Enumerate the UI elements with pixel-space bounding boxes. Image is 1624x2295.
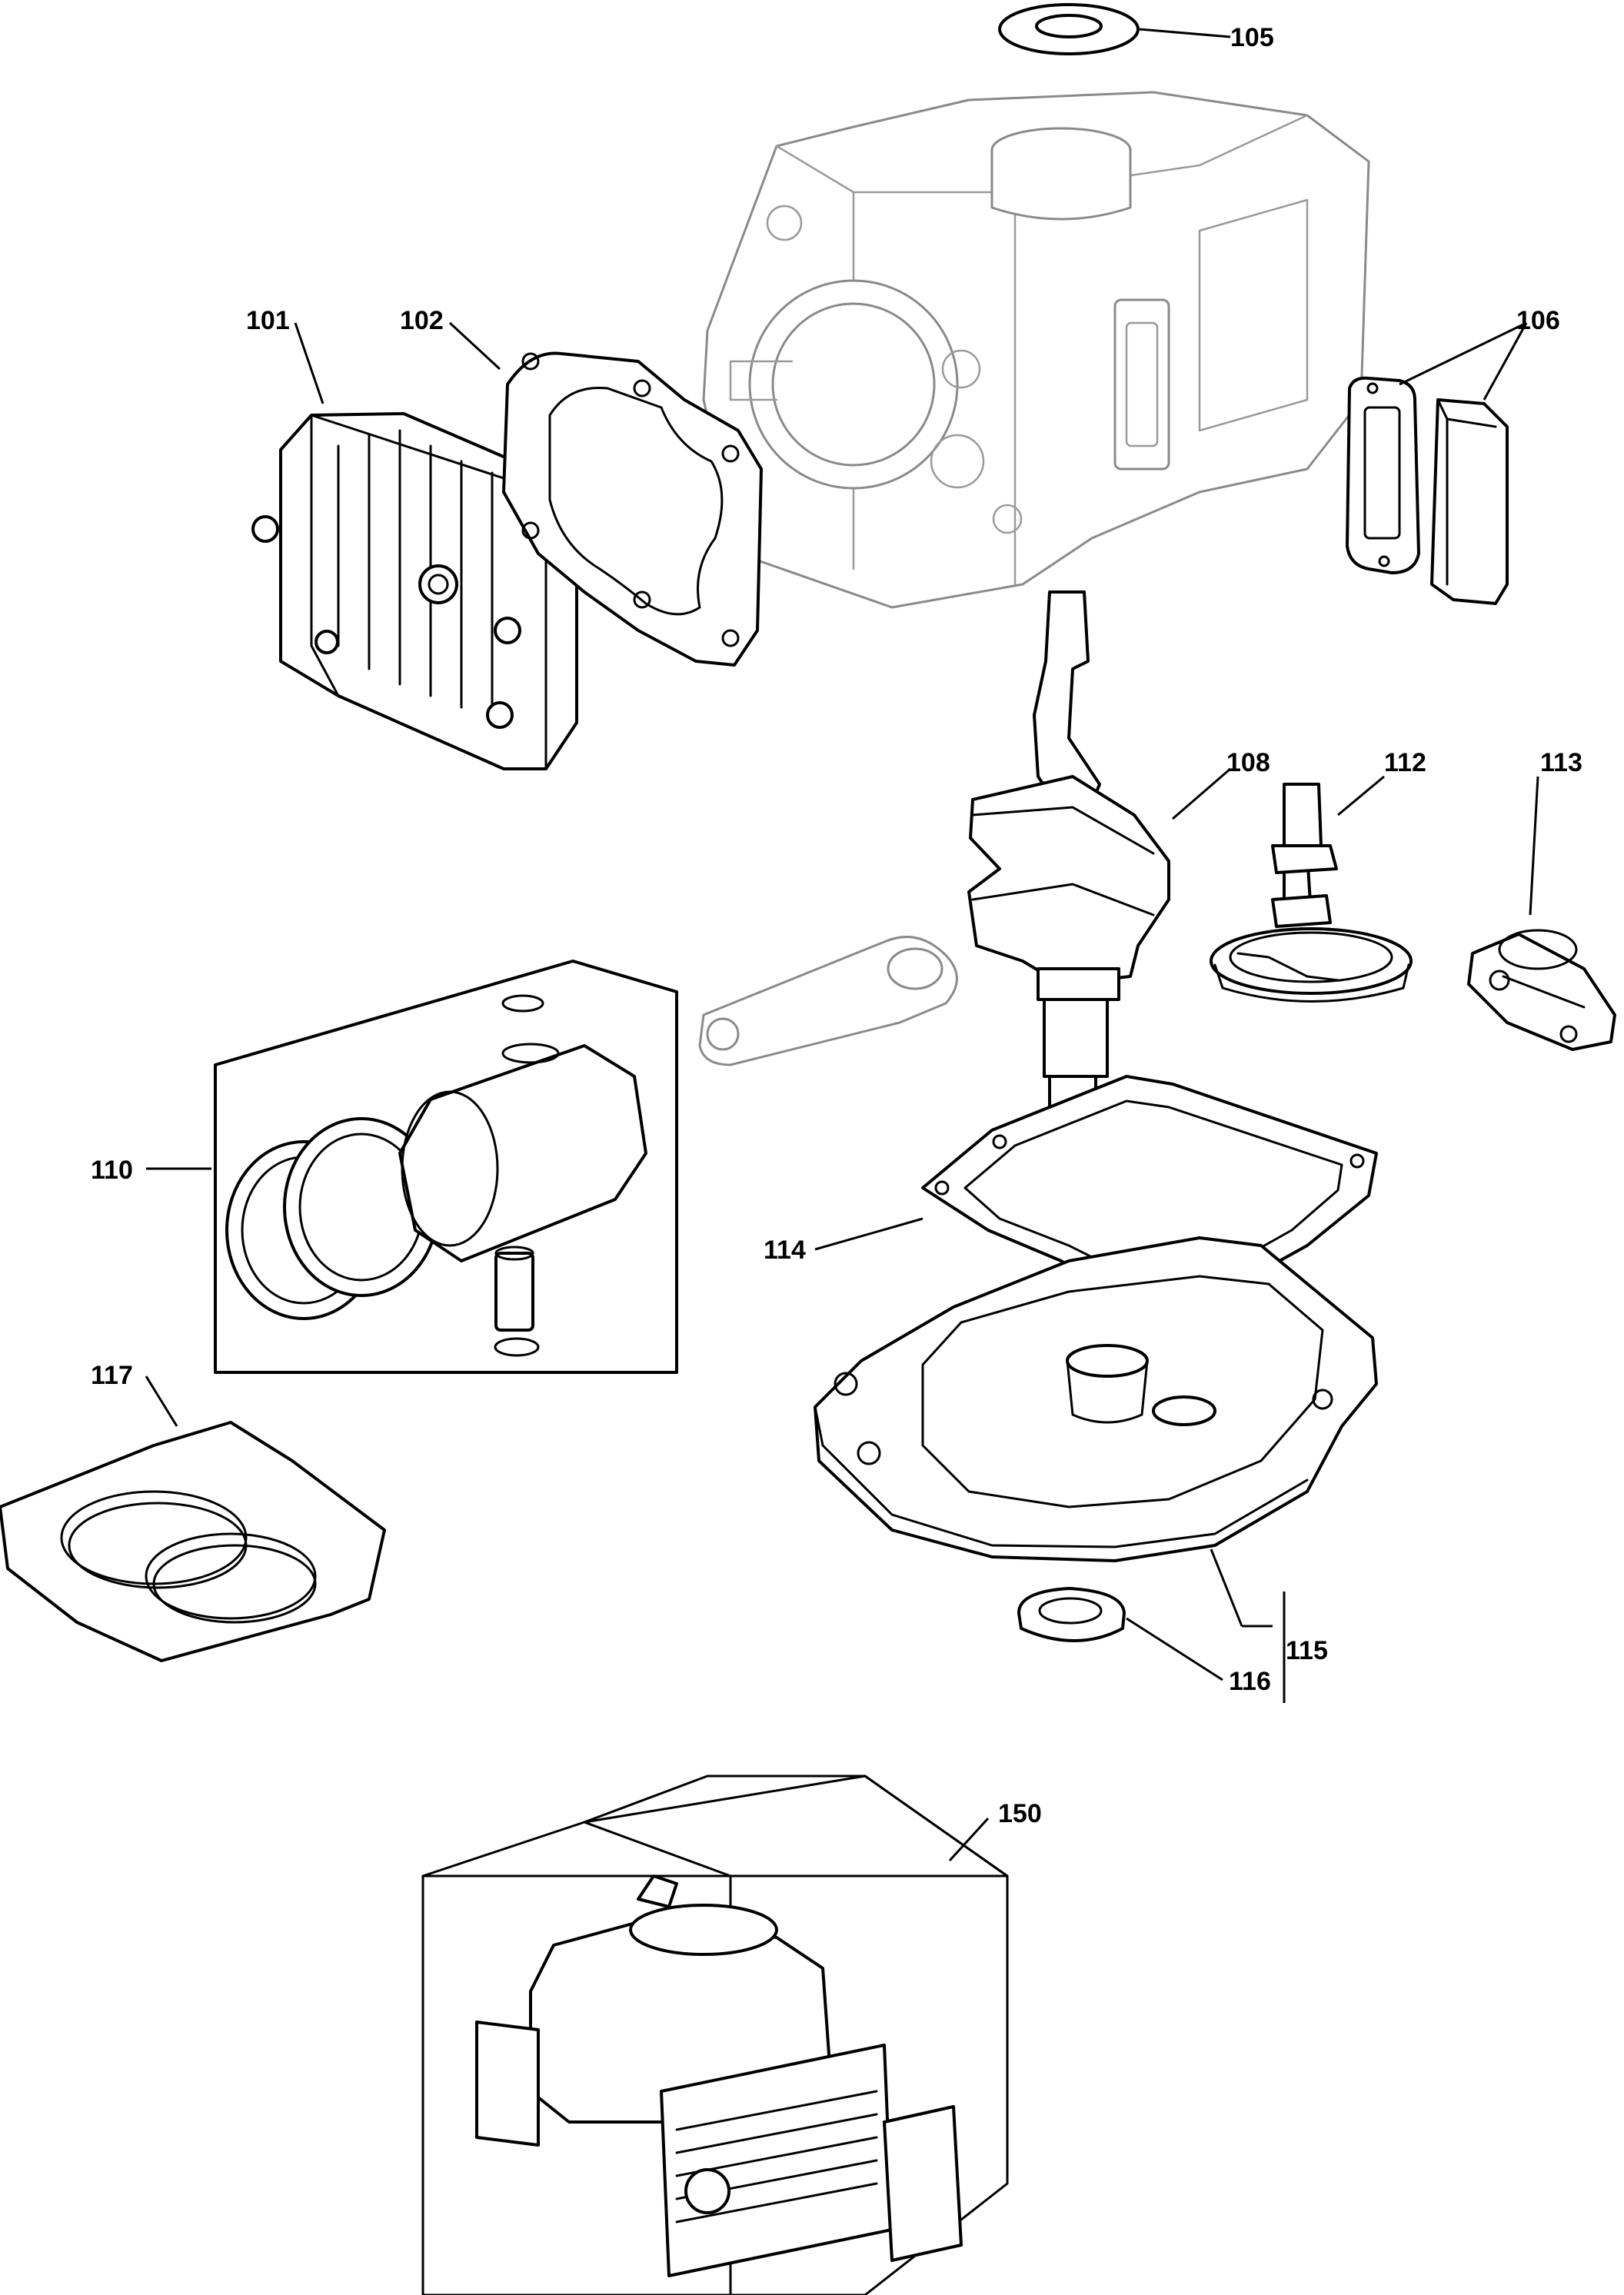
part-113-governor (1467, 929, 1616, 1051)
part-105-oil-seal (998, 3, 1140, 55)
callout-110: 110 (91, 1156, 133, 1185)
callout-115: 115 (1286, 1636, 1328, 1665)
part-108-crankshaft (967, 590, 1170, 1162)
callout-labels: 105 101 102 106 108 112 113 110 114 117 … (91, 23, 1582, 1828)
callout-102: 102 (400, 306, 444, 335)
part-110-piston-kit (214, 960, 678, 1374)
crankcase-block (702, 91, 1370, 609)
callout-117: 117 (91, 1361, 133, 1390)
part-150-engine-box (421, 1774, 1009, 2295)
part-117-ring-set (0, 1421, 386, 1662)
part-115-sump (814, 1236, 1378, 1562)
callout-108: 108 (1226, 748, 1270, 777)
callout-105: 105 (1230, 23, 1274, 52)
connecting-rod (698, 936, 958, 1066)
part-112-camshaft (1210, 783, 1413, 1003)
part-106-breather-gasket (1346, 376, 1420, 574)
part-102-head-gasket (502, 351, 763, 667)
part-101-cylinder-head (251, 412, 578, 770)
callout-150: 150 (998, 1799, 1042, 1828)
leader-lines (145, 28, 1539, 1862)
callout-114: 114 (764, 1236, 806, 1265)
callout-116: 116 (1229, 1667, 1271, 1696)
callout-106: 106 (1516, 306, 1560, 335)
part-106-breather-cover (1430, 398, 1509, 605)
callout-101: 101 (246, 306, 290, 335)
part-116-oil-seal (1017, 1587, 1126, 1642)
callout-113: 113 (1540, 748, 1582, 777)
callout-112: 112 (1384, 748, 1426, 777)
